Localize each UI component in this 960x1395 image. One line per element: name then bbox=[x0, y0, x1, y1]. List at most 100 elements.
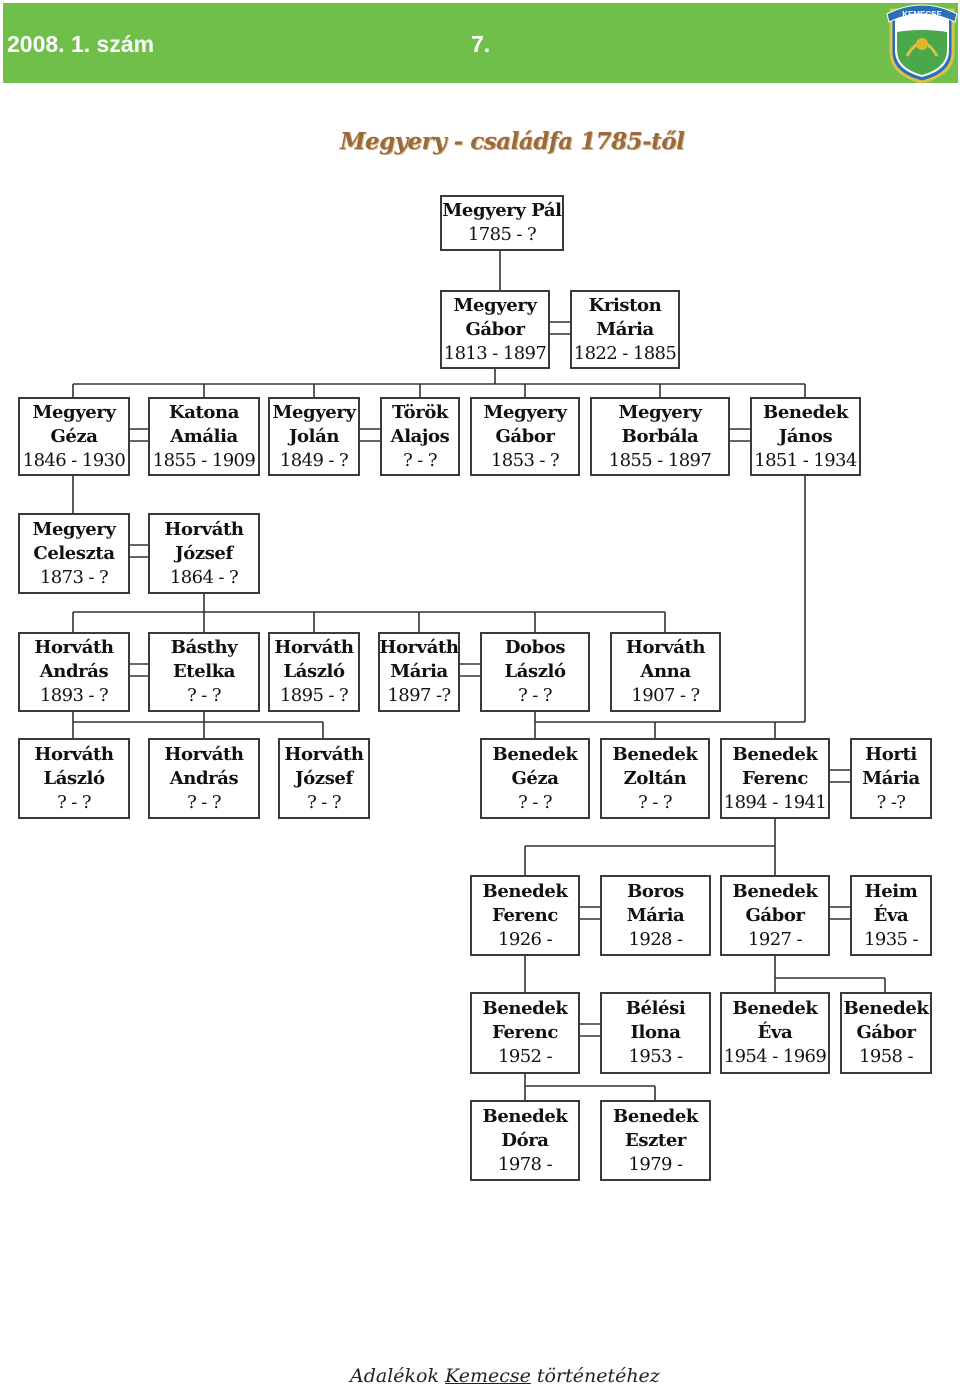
person-name: Ilona bbox=[630, 1022, 681, 1043]
person-dates: ? - ? bbox=[57, 791, 91, 813]
person-dates: 1864 - ? bbox=[169, 566, 239, 588]
person-name: Alajos bbox=[390, 425, 450, 447]
kemecse-crest-logo: KEMECSE bbox=[886, 4, 958, 84]
person-name: Jolán bbox=[288, 425, 340, 447]
person-name: Horváth bbox=[164, 518, 244, 540]
person-dates: 1978 - bbox=[497, 1153, 553, 1175]
person-dates: 1935 - bbox=[863, 928, 919, 950]
person-name: Horváth bbox=[34, 637, 114, 658]
person-dates: 1953 - bbox=[628, 1046, 683, 1067]
person-name: Benedek bbox=[732, 880, 818, 902]
person-name: Éva bbox=[757, 1022, 793, 1043]
person-name: Eszter bbox=[625, 1129, 686, 1151]
person-name: Borbála bbox=[621, 425, 699, 447]
footer-part-2: Kemecse bbox=[445, 1365, 531, 1387]
person-name: Ferenc bbox=[492, 904, 558, 926]
person-dates: 1907 - ? bbox=[631, 685, 700, 706]
person-dates: ? - ? bbox=[307, 791, 341, 813]
person-dates: 1927 - bbox=[747, 928, 803, 950]
person-dates: 1849 - ? bbox=[279, 449, 349, 471]
person-name: András bbox=[39, 661, 109, 682]
person-name: Benedek bbox=[492, 743, 578, 765]
person-name: Megyery bbox=[32, 518, 116, 540]
person-name: Horváth bbox=[34, 743, 114, 765]
person-name: Gábor bbox=[745, 904, 805, 926]
person-name: Horváth bbox=[625, 637, 706, 658]
person-dates: 1851 - 1934 bbox=[754, 449, 857, 471]
person-name: Ferenc bbox=[742, 767, 808, 789]
person-dates: 1846 - 1930 bbox=[22, 449, 126, 471]
person-name: Gábor bbox=[465, 318, 525, 340]
person-name: Horváth bbox=[379, 637, 459, 658]
person-name: Benedek bbox=[763, 401, 848, 423]
person-name: Mária bbox=[626, 904, 685, 926]
person-name: Gábor bbox=[495, 425, 555, 447]
person-name: László bbox=[43, 767, 105, 789]
person-dates: 1952 - bbox=[497, 1046, 553, 1067]
person-name: Dóra bbox=[501, 1129, 549, 1151]
person-name: Éva bbox=[873, 904, 909, 926]
person-name: József bbox=[175, 542, 233, 564]
person-dates: 1853 - ? bbox=[490, 449, 560, 471]
person-name: Horváth bbox=[284, 743, 364, 765]
person-name: Boros bbox=[627, 880, 684, 902]
person-name: Etelka bbox=[172, 661, 236, 682]
person-name: Megyery bbox=[618, 401, 702, 423]
person-dates: ? - ? bbox=[638, 791, 672, 813]
person-name: Megyery bbox=[32, 401, 116, 423]
person-dates: ? - ? bbox=[187, 791, 221, 813]
person-name: Benedek bbox=[482, 880, 568, 902]
person-dates: 1979 - bbox=[628, 1153, 683, 1175]
person-name: Bélési bbox=[625, 998, 686, 1019]
page-header-bar: 2008. 1. szám 7. bbox=[3, 3, 958, 83]
person-name: Török bbox=[392, 401, 448, 423]
person-name: Benedek bbox=[482, 1105, 568, 1127]
person-dates: 1897 -? bbox=[387, 685, 451, 706]
person-name: Horti bbox=[865, 743, 917, 765]
person-dates: 1813 - 1897 bbox=[443, 342, 547, 364]
person-name: Gábor bbox=[856, 1022, 916, 1043]
crest-text: KEMECSE bbox=[902, 10, 942, 19]
person-name: Mária bbox=[596, 318, 654, 340]
person-dates: ? - ? bbox=[518, 791, 552, 813]
person-name: Anna bbox=[640, 661, 691, 682]
person-name: Básthy bbox=[170, 637, 238, 658]
person-name: Mária bbox=[862, 767, 920, 789]
footer-part-3: történetéhez bbox=[536, 1365, 660, 1387]
person-name: Benedek bbox=[732, 998, 818, 1019]
person-name: Géza bbox=[50, 425, 98, 447]
person-name: Amália bbox=[170, 425, 238, 447]
person-name: Benedek bbox=[612, 743, 698, 765]
person-name: Benedek bbox=[613, 1105, 698, 1127]
family-tree-title: Megyery - családfa 1785-től bbox=[340, 128, 685, 155]
person-name: András bbox=[169, 767, 239, 789]
person-dates: 1895 - ? bbox=[279, 685, 349, 706]
person-name: László bbox=[283, 661, 345, 682]
person-dates: 1855 - 1909 bbox=[152, 449, 256, 471]
person-name: Katona bbox=[169, 401, 239, 423]
person-name: Megyery bbox=[453, 294, 537, 316]
